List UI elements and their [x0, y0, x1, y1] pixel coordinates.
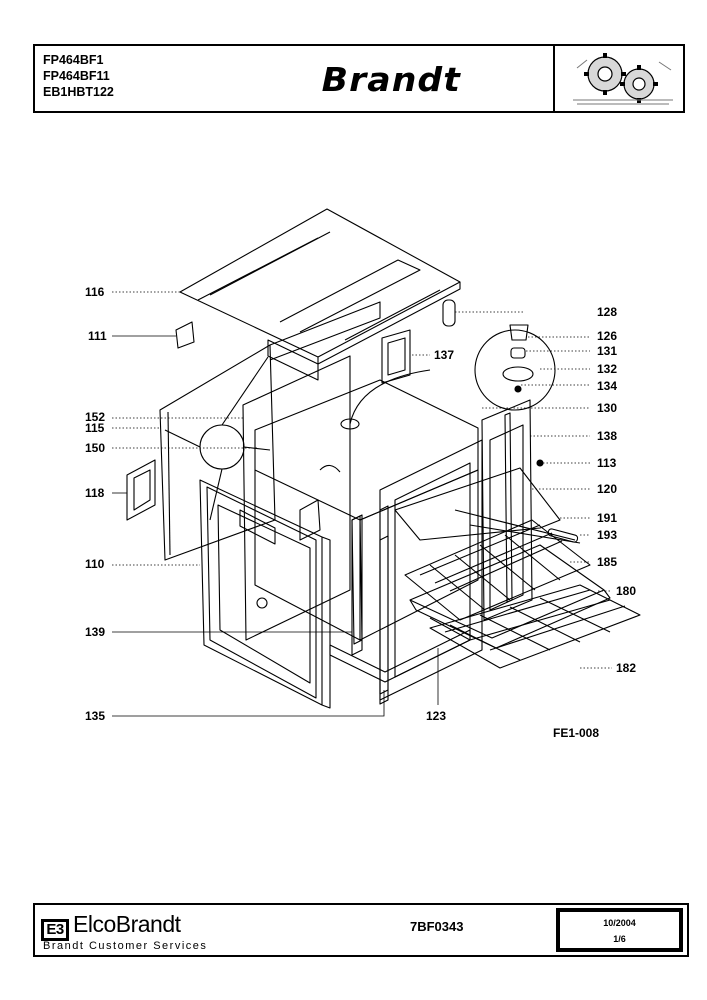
callout-182: 182: [616, 661, 637, 675]
date-page-box: 10/2004 1/6: [556, 908, 683, 952]
callout-116: 116: [85, 285, 105, 299]
header-divider: [553, 46, 555, 111]
callout-115: 115: [85, 421, 105, 435]
diagram-reference: FE1-008: [553, 726, 600, 740]
callout-193: 193: [597, 528, 618, 542]
document-date: 10/2004: [603, 918, 636, 928]
callout-118: 118: [85, 486, 105, 500]
callout-110: 110: [85, 557, 105, 571]
callout-191: 191: [597, 511, 618, 525]
oven-cavity: [254, 379, 479, 521]
callout-113: 113: [597, 456, 617, 470]
callout-138: 138: [597, 429, 618, 443]
callout-135: 135: [85, 709, 106, 723]
left-side-frame: [159, 344, 276, 561]
callout-128: 128: [597, 305, 618, 319]
model-number: FP464BF1: [43, 53, 104, 67]
callout-137: 137: [434, 348, 455, 362]
callout-185: 185: [597, 555, 618, 569]
callout-131: 131: [597, 344, 618, 358]
model-list: FP464BF1 FP464BF11 EB1HBT122: [43, 52, 114, 100]
eb-logo-icon: E3: [41, 919, 69, 941]
callout-120: 120: [597, 482, 618, 496]
callout-126: 126: [597, 329, 618, 343]
gears-illustration: [573, 53, 673, 105]
model-number: EB1HBT122: [43, 85, 114, 99]
lower-rack: [429, 584, 641, 669]
callout-139: 139: [85, 625, 106, 639]
callout-132: 132: [597, 362, 618, 376]
top-cover: [179, 208, 461, 358]
callout-180: 180: [616, 584, 637, 598]
callout-123: 123: [426, 709, 447, 723]
brand-logo: Brandt: [321, 60, 461, 99]
document-code: 7BF0343: [410, 919, 464, 934]
callout-134: 134: [597, 379, 618, 393]
callout-150: 150: [85, 441, 106, 455]
callout-111: 111: [88, 329, 107, 343]
callout-130: 130: [597, 401, 618, 415]
customer-services-label: Brandt Customer Services: [43, 940, 208, 952]
page-number: 1/6: [613, 934, 626, 944]
brand-name: ElcoBrandt: [73, 911, 181, 937]
oven-rack: [404, 519, 591, 621]
header-box: FP464BF1 FP464BF11 EB1HBT122 Brandt: [33, 44, 685, 113]
callout-152: 152: [85, 410, 106, 424]
model-number: FP464BF11: [43, 69, 110, 83]
